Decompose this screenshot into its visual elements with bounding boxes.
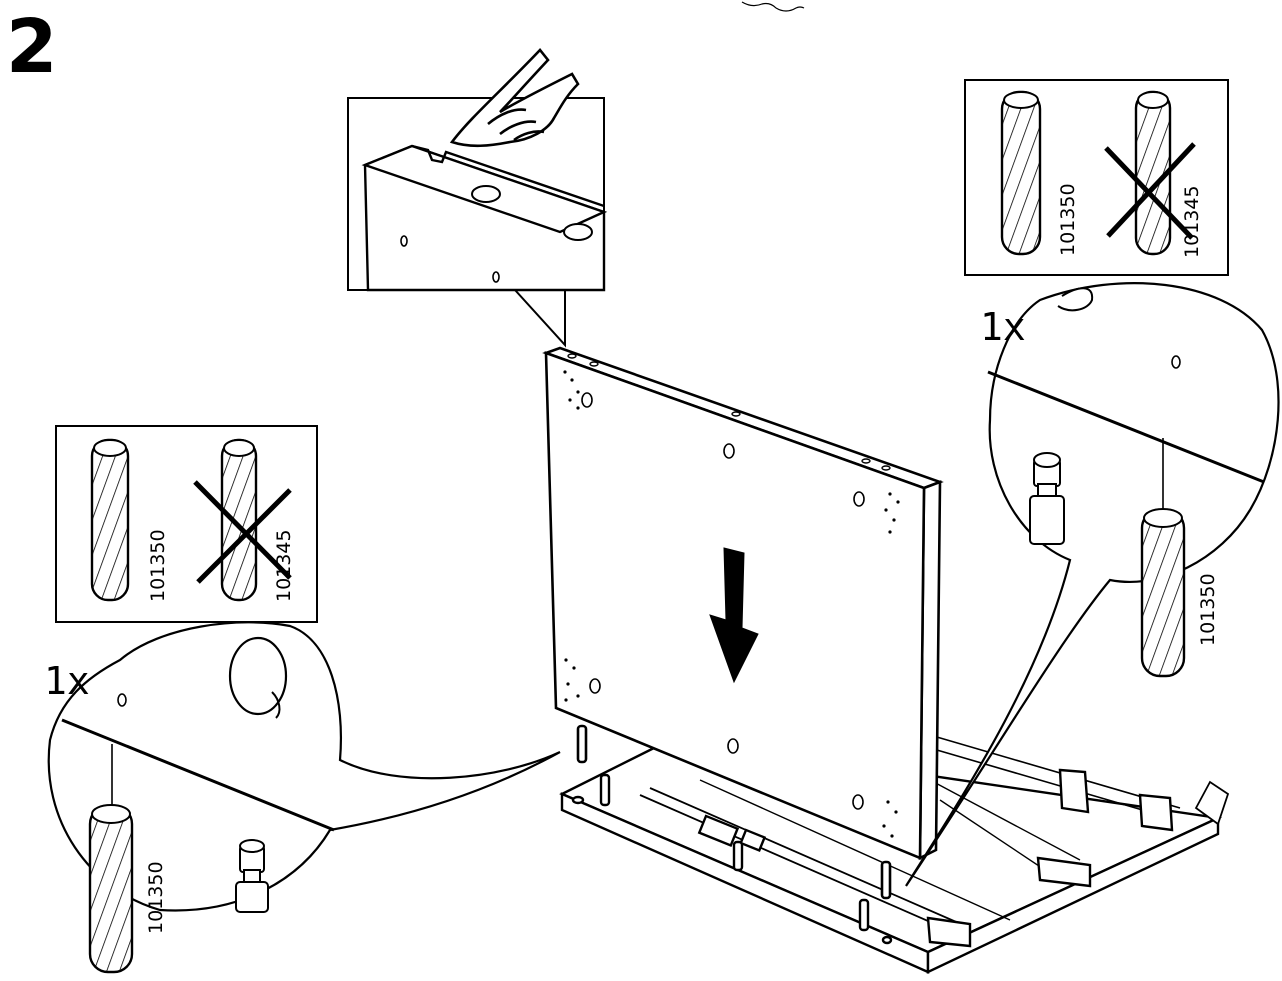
- dowel-icon: [1140, 508, 1186, 678]
- down-arrow-icon: [709, 547, 759, 684]
- top-mark: [741, 1, 805, 12]
- left-wrong-code: 101345: [273, 529, 295, 602]
- cam-screw-icon: [1029, 452, 1065, 545]
- right-correct-code: 101350: [1057, 183, 1079, 256]
- right-parts-box: 101350 101345: [964, 79, 1229, 276]
- step-number: 2: [6, 4, 58, 90]
- left-quantity: 1x: [44, 659, 90, 703]
- left-parts-box: 101350 101345: [55, 425, 318, 623]
- cam-screw-icon: [235, 839, 269, 913]
- hole-detail: [228, 636, 288, 719]
- right-wrong-code: 101345: [1181, 185, 1203, 258]
- correct-dowel-icon: [90, 438, 130, 602]
- left-correct-code: 101350: [147, 529, 169, 602]
- correct-dowel-icon: [1000, 90, 1042, 256]
- finger-pointing-icon: [449, 48, 580, 148]
- wrong-dowel-icon: [220, 438, 258, 602]
- notch-detail-callout: [347, 97, 608, 348]
- right-quantity: 1x: [980, 305, 1026, 349]
- left-dowel-code: 101350: [145, 861, 167, 934]
- dowel-icon: [88, 804, 134, 974]
- cross-out-icon: [1104, 142, 1196, 240]
- right-magnifier: [905, 282, 1280, 887]
- right-dowel-code: 101350: [1197, 573, 1219, 646]
- cross-out-icon: [193, 480, 292, 584]
- left-magnifier: [47, 621, 561, 974]
